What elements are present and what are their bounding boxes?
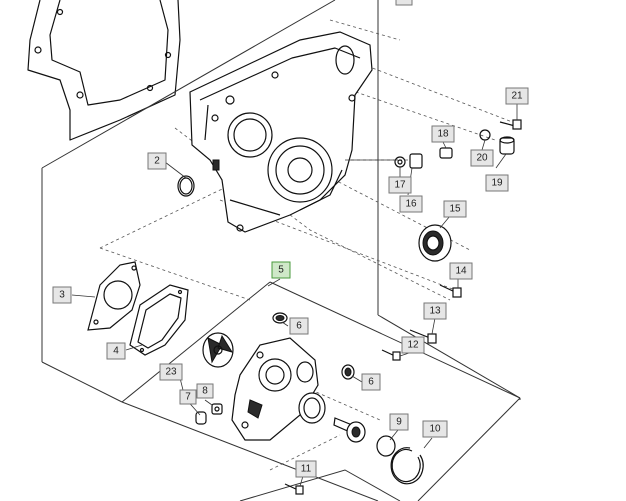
svg-text:21: 21: [511, 91, 523, 102]
callout-4[interactable]: 4: [106, 342, 126, 360]
svg-text:15: 15: [449, 204, 461, 215]
part-4-gasket: [129, 284, 189, 356]
callout-18[interactable]: 18: [431, 125, 455, 143]
callout-16[interactable]: 16: [399, 195, 423, 213]
part-pump-seal: [298, 392, 326, 424]
svg-text:3: 3: [59, 290, 65, 301]
part-12-bolt: [381, 349, 401, 361]
callout-21[interactable]: 21: [505, 87, 529, 105]
svg-text:4: 4: [113, 346, 119, 357]
part-8-nut: [211, 403, 223, 415]
part-21-bolt: [499, 119, 522, 130]
part-7-washer: [195, 411, 207, 425]
callout-6-top[interactable]: 6: [289, 317, 309, 335]
svg-text:2: 2: [154, 156, 160, 167]
part-10-circlip: [390, 447, 424, 485]
engine-block-outline: [27, 0, 181, 141]
part-19-plug: [499, 136, 515, 155]
svg-text:17: 17: [394, 180, 406, 191]
svg-text:8: 8: [202, 386, 208, 397]
callout-14[interactable]: 14: [449, 262, 473, 280]
callout-7[interactable]: 7: [179, 389, 197, 405]
callout-9[interactable]: 9: [389, 413, 409, 431]
part-3-gasket: [87, 261, 141, 331]
svg-text:10: 10: [429, 424, 441, 435]
front-cover-housing: [189, 31, 373, 233]
svg-text:19: 19: [491, 178, 503, 189]
part-pump-housing: [231, 337, 319, 441]
part-6-plug-right: [341, 364, 355, 380]
callout-13[interactable]: 13: [423, 302, 447, 320]
svg-text:7: 7: [185, 392, 191, 403]
part-18-nut: [439, 147, 453, 159]
callout-3[interactable]: 3: [52, 286, 72, 304]
callout-23[interactable]: 23: [159, 363, 183, 381]
part-15-seal: [418, 224, 452, 262]
svg-text:9: 9: [396, 417, 402, 428]
callout-20[interactable]: 20: [470, 149, 494, 167]
svg-text:11: 11: [301, 464, 312, 475]
callout-8[interactable]: 8: [196, 383, 214, 399]
svg-text:20: 20: [476, 153, 488, 164]
callout-12[interactable]: 12: [401, 336, 425, 354]
svg-text:13: 13: [429, 306, 441, 317]
part-shaft: [333, 417, 366, 443]
callout-19[interactable]: 19: [485, 174, 509, 192]
callout-17[interactable]: 17: [388, 176, 412, 194]
part-11-bolt: [284, 483, 304, 495]
part-impeller: [202, 332, 234, 368]
part-9-ring: [376, 435, 396, 457]
callout-5[interactable]: 5: [271, 261, 291, 279]
part-17-fitting: [394, 156, 406, 168]
callout-top-partial: [395, 0, 413, 6]
svg-text:23: 23: [165, 367, 177, 378]
part-6-plug-top: [272, 312, 288, 324]
assembly-frames: [41, 0, 521, 501]
part-2-o-ring: [177, 175, 195, 197]
callout-10[interactable]: 10: [422, 420, 448, 438]
svg-text:12: 12: [407, 340, 419, 351]
callout-2[interactable]: 2: [147, 152, 167, 170]
svg-text:16: 16: [405, 199, 417, 210]
svg-text:18: 18: [437, 129, 449, 140]
svg-text:6: 6: [296, 321, 302, 332]
svg-text:14: 14: [455, 266, 467, 277]
callout-15[interactable]: 15: [443, 200, 467, 218]
svg-text:6: 6: [368, 377, 374, 388]
callout-11[interactable]: 11: [295, 460, 317, 478]
callouts: 2 3 4 5 6 6 7 8 9 10 11 12 13 14 15: [52, 0, 529, 478]
svg-text:5: 5: [278, 265, 284, 276]
callout-6-right[interactable]: 6: [361, 373, 381, 391]
part-16-fitting: [409, 153, 423, 169]
part-14-bolt: [439, 284, 462, 298]
